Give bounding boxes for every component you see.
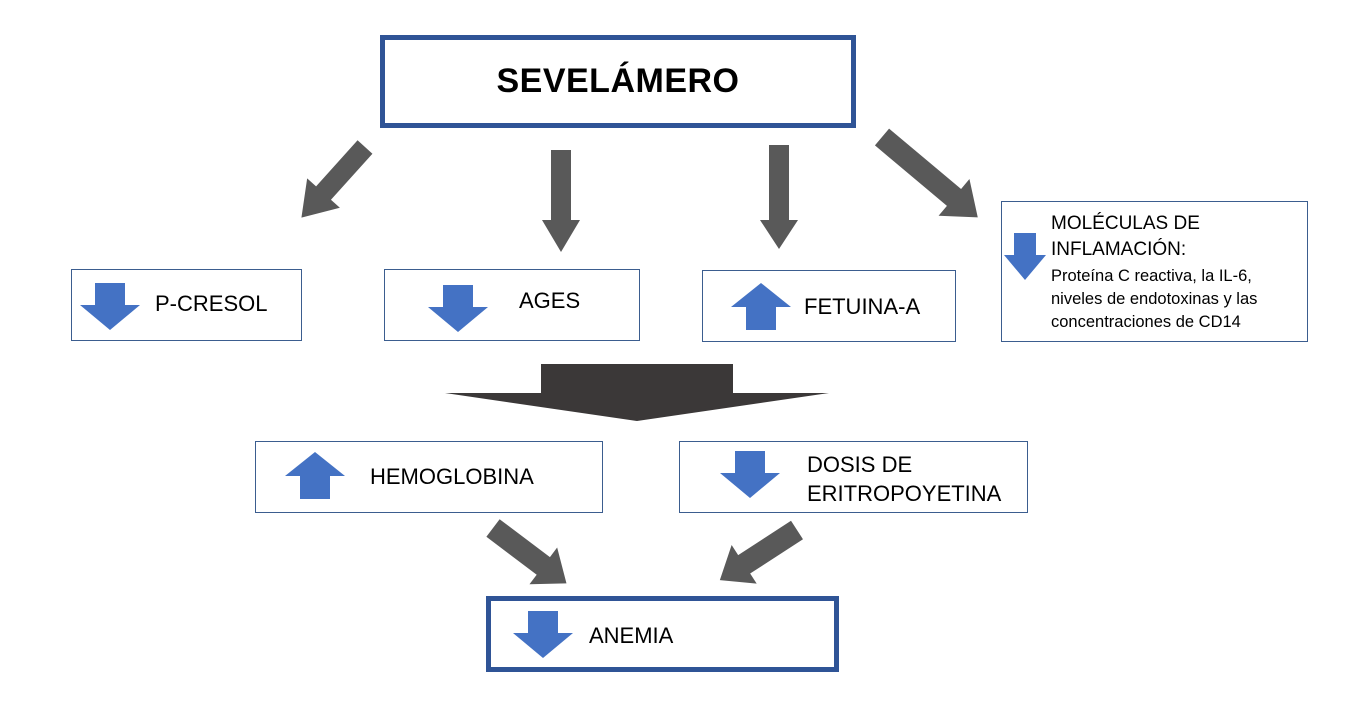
fetuina-label: FETUINA-A xyxy=(804,294,921,319)
down-arrow-icon xyxy=(428,285,488,332)
inflammation-box: MOLÉCULAS DE INFLAMACIÓN: Proteína C rea… xyxy=(1001,201,1308,342)
down-arrow-icon xyxy=(80,283,140,330)
inflammation-title-line2: INFLAMACIÓN: xyxy=(1051,239,1187,260)
arrow-to-p-cresol xyxy=(301,140,373,218)
fetuina-box: FETUINA-A xyxy=(702,270,956,342)
inflammation-title-line1: MOLÉCULAS DE xyxy=(1051,213,1200,234)
arrow-hemoglobina-to-anemia xyxy=(486,519,567,585)
p-cresol-box: P-CRESOL xyxy=(71,269,302,341)
hemoglobina-label: HEMOGLOBINA xyxy=(370,464,534,489)
down-arrow-icon xyxy=(513,611,573,658)
anemia-box: ANEMIA xyxy=(486,596,839,672)
up-arrow-icon xyxy=(285,452,345,499)
ages-box: AGES xyxy=(384,269,640,341)
arrow-to-ages xyxy=(542,150,580,252)
anemia-label: ANEMIA xyxy=(589,623,674,648)
arrow-to-fetuina xyxy=(760,145,798,249)
inflammation-desc-line1: Proteína C reactiva, la IL-6, xyxy=(1051,267,1252,285)
hemoglobina-box: HEMOGLOBINA xyxy=(255,441,603,513)
arrow-to-inflammation xyxy=(874,128,978,218)
inflammation-desc-line3: concentraciones de CD14 xyxy=(1051,313,1241,331)
up-arrow-icon xyxy=(731,283,791,330)
ages-label: AGES xyxy=(519,288,581,313)
arrow-epo-to-anemia xyxy=(719,520,803,584)
down-arrow-icon xyxy=(1004,233,1046,280)
epo-box: DOSIS DE ERITROPOYETINA xyxy=(679,441,1028,513)
epo-label-line2: ERITROPOYETINA xyxy=(807,481,1002,506)
funnel-arrow xyxy=(445,364,829,421)
inflammation-desc-line2: niveles de endotoxinas y las xyxy=(1051,290,1258,308)
epo-label-line1: DOSIS DE xyxy=(807,452,913,477)
down-arrow-icon xyxy=(720,451,780,498)
sevelamero-box: SEVELÁMERO xyxy=(380,35,856,128)
sevelamero-title: SEVELÁMERO xyxy=(496,62,740,100)
p-cresol-label: P-CRESOL xyxy=(155,291,268,316)
